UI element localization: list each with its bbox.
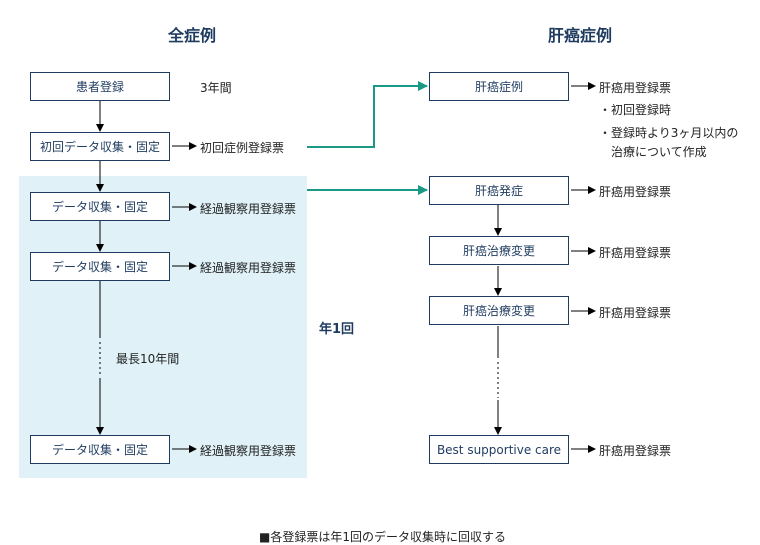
liver-cancer-case-box: 肝癌症例 [429,72,569,101]
liver-form-label-bsc: 肝癌用登録票 [599,444,672,458]
followup-form-label-2: 経過観察用登録票 [200,261,297,275]
liver-form-label-change-1: 肝癌用登録票 [599,246,672,260]
three-years-label: 3年間 [200,81,232,95]
data-collection-box-1: データ収集・固定 [30,192,170,221]
initial-data-collection-box: 初回データ収集・固定 [30,132,170,161]
annual-collection-region [19,176,307,478]
data-collection-box-last: データ収集・固定 [30,435,170,464]
followup-form-label-1: 経過観察用登録票 [200,202,297,216]
note-treatment-created: 治療について作成 [611,145,707,159]
initial-case-form-label: 初回症例登録票 [200,141,285,155]
footnote: ■各登録票は年1回のデータ収集時に回収する [259,530,506,544]
all-cases-title: 全症例 [168,26,217,45]
treatment-change-box-2: 肝癌治療変更 [429,296,569,325]
liver-form-label-onset: 肝癌用登録票 [599,185,672,199]
followup-form-label-last: 経過観察用登録票 [200,444,297,458]
treatment-change-box-1: 肝癌治療変更 [429,236,569,265]
data-collection-box-2: データ収集・固定 [30,252,170,281]
patient-registration-box: 患者登録 [30,72,170,101]
liver-form-label-case: 肝癌用登録票 [599,81,672,95]
liver-cancer-cases-title: 肝癌症例 [548,26,613,45]
annual-label: 年1回 [319,322,355,337]
liver-cancer-onset-box: 肝癌発症 [429,176,569,205]
best-supportive-care-box: Best supportive care [429,435,569,464]
note-initial-registration: ・初回登録時 [599,103,672,117]
liver-form-label-change-2: 肝癌用登録票 [599,306,672,320]
note-within-three-months: ・登録時より3ヶ月以内の [599,126,739,140]
max-ten-years-label: 最長10年間 [116,352,180,366]
